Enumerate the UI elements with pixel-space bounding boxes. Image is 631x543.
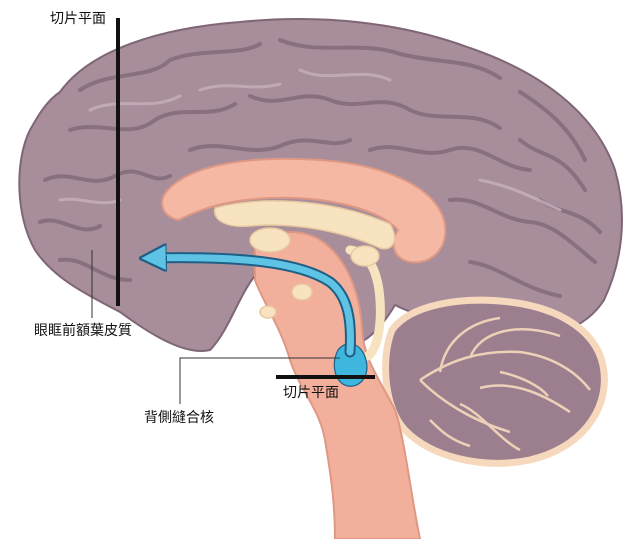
- thalamus: [250, 228, 290, 252]
- hypothalamic-nucleus: [351, 246, 379, 266]
- dorsal-raphe-label: 背側縫合核: [144, 411, 214, 425]
- slice-plane-label-mid: 切片平面: [283, 386, 339, 400]
- mammillary-body: [292, 284, 312, 300]
- orbitofrontal-cortex-label: 眼眶前額葉皮質: [34, 324, 132, 338]
- slice-plane-label-top: 切片平面: [50, 12, 106, 26]
- pineal: [260, 306, 276, 318]
- cerebellum: [386, 300, 605, 463]
